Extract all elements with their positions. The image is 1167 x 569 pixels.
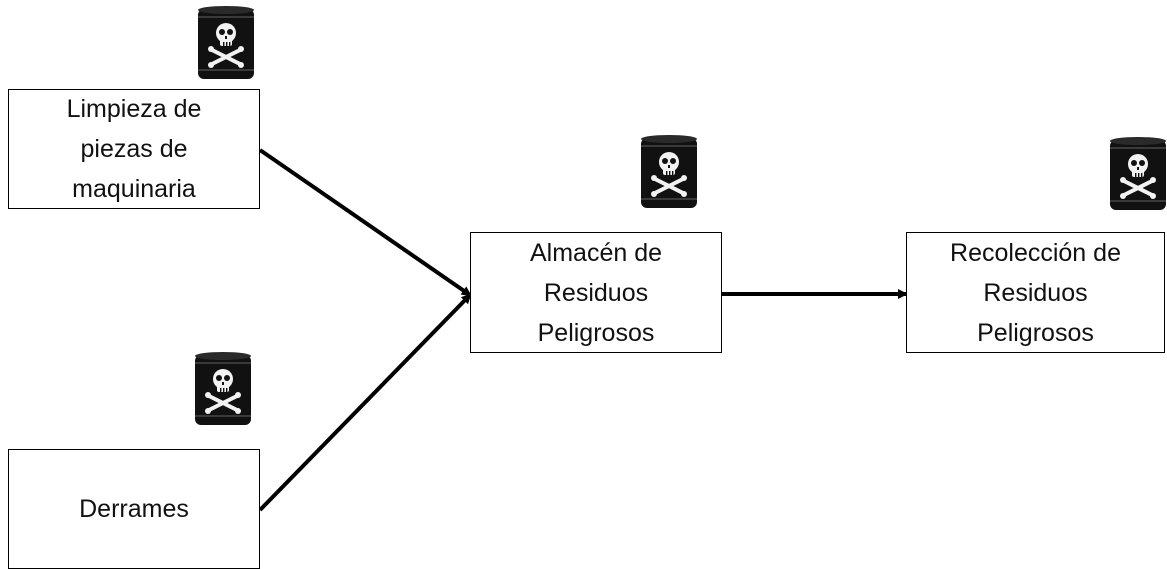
skull-crossbones-barrel-icon <box>639 133 699 210</box>
node-label-line: Almacén de <box>529 238 663 267</box>
skull-crossbones-barrel-icon <box>196 4 256 81</box>
node-label-line: maquinaria <box>72 175 196 203</box>
node-almacen-residuos: Almacén de Residuos Peligrosos <box>470 232 722 353</box>
node-recoleccion-residuos: Recolección de Residuos Peligrosos <box>906 232 1165 353</box>
node-limpieza-de-piezas: Limpieza de piezas de maquinaria <box>8 89 260 209</box>
node-derrames: Derrames <box>8 449 260 569</box>
node-label-line: piezas de <box>80 135 188 163</box>
node-label-line: Residuos <box>983 278 1088 307</box>
arrow-limpieza-to-almacen <box>258 148 472 297</box>
skull-crossbones-barrel-icon <box>193 350 253 427</box>
node-label-line: Peligrosos <box>977 318 1094 347</box>
node-label-line: Limpieza de <box>66 95 202 123</box>
node-label-line: Peligrosos <box>537 318 655 347</box>
skull-crossbones-barrel-icon <box>1108 135 1167 212</box>
node-label-line: Recolección de <box>950 238 1121 267</box>
node-label-line: Derrames <box>79 495 189 523</box>
arrow-derrames-to-almacen <box>258 293 472 512</box>
node-label-line: Residuos <box>543 278 649 307</box>
